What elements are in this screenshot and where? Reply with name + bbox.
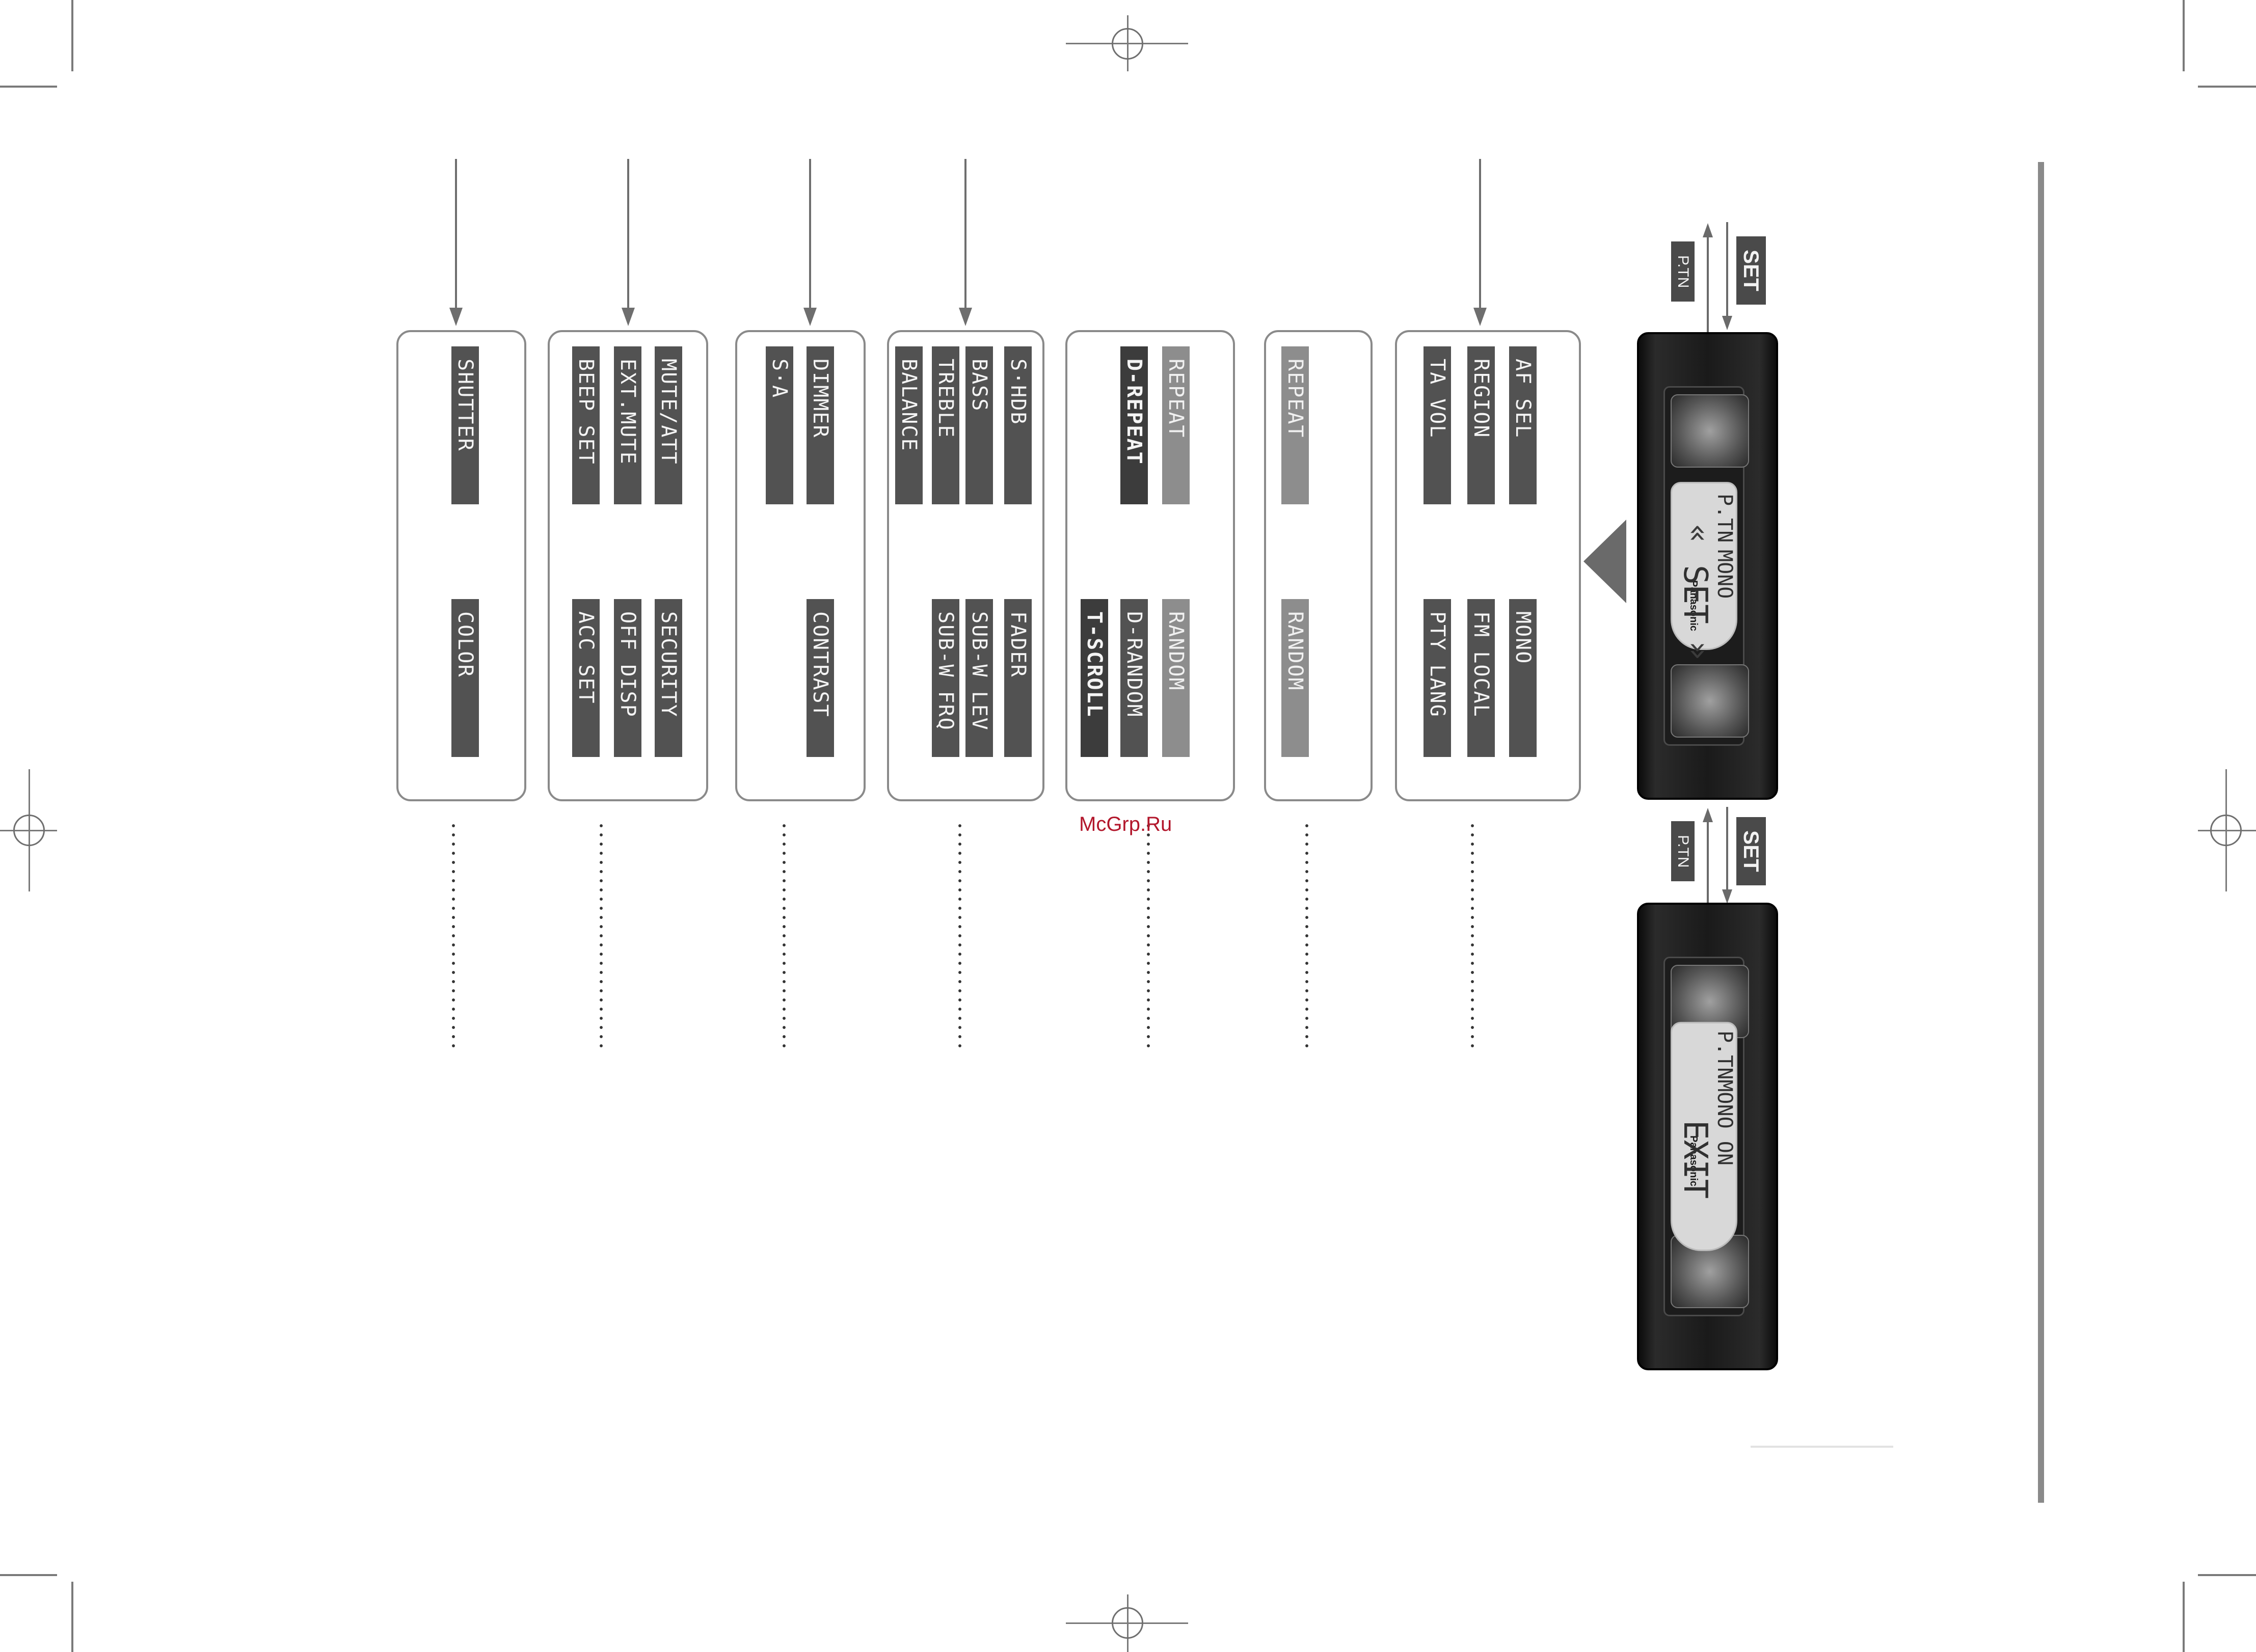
crop-mark	[2183, 0, 2185, 71]
lcd-exit-text: EXIT	[1676, 1120, 1714, 1199]
stereo-faceplate-top: Panasonic P.TN MONO SET « »	[1637, 332, 1778, 800]
menu-item-af-sel: AF SEL	[1509, 346, 1537, 504]
menu-item-off-disp: OFF DISP	[614, 599, 641, 757]
menu-panel-display: DIMMER S·A CONTRAST	[735, 330, 866, 801]
set-button-label[interactable]: SET	[1736, 817, 1766, 885]
menu-item-t-scroll: T-SCROLL	[1081, 599, 1108, 757]
crop-mark	[2198, 86, 2256, 88]
left-pointer-triangle	[1583, 520, 1626, 603]
menu-item-random: RANDOM	[1281, 599, 1309, 757]
stereo-faceplate-bottom: Panasonic P.TNMONO ON EXIT	[1637, 903, 1778, 1370]
menu-item-sub-w-frq: SUB-W FRQ	[932, 599, 959, 757]
menu-item-sub-w-lev: SUB-W LEV	[965, 599, 993, 757]
brand-logo: Panasonic	[1688, 1135, 1699, 1187]
menu-panel-changer: REPEAT D-REPEAT RANDOM D-RANDOM T-SCROLL	[1065, 330, 1235, 801]
lcd-mode-ptn: P.TN	[1713, 494, 1736, 543]
menu-item-region: REGION	[1467, 346, 1495, 504]
dotted-line	[452, 821, 455, 1050]
menu-panel-system: MUTE/ATT EXT.MUTE BEEP SET SECURITY OFF …	[548, 330, 708, 801]
menu-item-balance: BALANCE	[895, 346, 923, 504]
chevron-right-icon: »	[1681, 641, 1716, 660]
menu-item-s-hdb: S·HDB	[1004, 346, 1032, 504]
dotted-line	[1147, 821, 1150, 1050]
menu-item-pty-lang: PTY LANG	[1424, 599, 1451, 757]
menu-item-fader: FADER	[1004, 599, 1032, 757]
footer-rule	[1751, 1446, 1893, 1448]
bottom-control-knob[interactable]	[1671, 664, 1749, 738]
lcd-mode-ptn-mono-on: P.TNMONO ON	[1713, 1031, 1736, 1166]
menu-item-security: SECURITY	[655, 599, 682, 757]
menu-item-d-repeat: D-REPEAT	[1120, 346, 1148, 504]
menu-item-contrast: CONTRAST	[807, 599, 834, 757]
menu-item-s-a: S·A	[766, 346, 793, 504]
menu-item-ext-mute: EXT.MUTE	[614, 346, 641, 504]
menu-panel-tuner: AF SEL REGION TA VOL MONO FM LOCAL PTY L…	[1395, 330, 1581, 801]
crop-mark	[71, 1582, 73, 1652]
menu-item-bass: BASS	[965, 346, 993, 504]
menu-item-beep-set: BEEP SET	[572, 346, 600, 504]
menu-item-shutter: SHUTTER	[451, 346, 479, 504]
dotted-line	[600, 821, 603, 1050]
crop-mark	[2183, 1582, 2185, 1652]
ptn-button-label[interactable]: P.TN	[1671, 241, 1695, 302]
dotted-line	[783, 821, 786, 1050]
menu-item-color: COLOR	[451, 599, 479, 757]
crop-mark	[71, 0, 73, 71]
menu-item-random: RANDOM	[1162, 599, 1190, 757]
menu-item-mute-att: MUTE/ATT	[655, 346, 682, 504]
menu-item-d-random: D-RANDOM	[1120, 599, 1148, 757]
ptn-button-label[interactable]: P.TN	[1671, 821, 1695, 881]
crop-mark	[2198, 1574, 2256, 1576]
menu-item-treble: TREBLE	[932, 346, 959, 504]
brand-logo: Panasonic	[1688, 580, 1699, 632]
crop-mark	[0, 86, 57, 88]
dotted-line	[1471, 821, 1474, 1050]
menu-item-ta-vol: TA VOL	[1424, 346, 1451, 504]
menu-item-fm-local: FM LOCAL	[1467, 599, 1495, 757]
menu-panel-shutter: SHUTTER COLOR	[396, 330, 526, 801]
menu-item-repeat: REPEAT	[1162, 346, 1190, 504]
menu-item-acc-set: ACC SET	[572, 599, 600, 757]
menu-item-repeat: REPEAT	[1281, 346, 1309, 504]
lcd-set-text: SET	[1676, 565, 1714, 624]
lcd-mode-mono: MONO	[1713, 550, 1736, 599]
chevron-left-icon: «	[1681, 524, 1716, 543]
menu-panel-audio: S·HDB BASS TREBLE BALANCE FADER SUB-W LE…	[887, 330, 1044, 801]
dotted-line	[958, 821, 961, 1050]
top-control-knob[interactable]	[1671, 394, 1749, 468]
page-sidebar-rule	[2038, 162, 2044, 1503]
menu-panel-cd: REPEAT RANDOM	[1264, 330, 1373, 801]
menu-item-dimmer: DIMMER	[807, 346, 834, 504]
lcd-display: Panasonic P.TN MONO SET « »	[1671, 482, 1737, 660]
dotted-line	[1305, 821, 1308, 1050]
lcd-display: Panasonic P.TNMONO ON EXIT	[1671, 1022, 1737, 1251]
set-button-label[interactable]: SET	[1736, 236, 1766, 305]
menu-item-mono: MONO	[1509, 599, 1537, 757]
watermark-text: McGrp.Ru	[1079, 813, 1172, 835]
crop-mark	[0, 1574, 57, 1576]
